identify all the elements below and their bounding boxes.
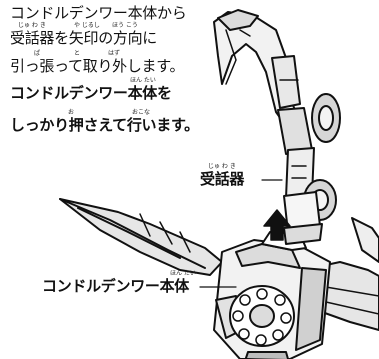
instruction-line-2: 受話器を矢印の方向に <box>10 29 158 47</box>
ruby-hazu: はず <box>108 50 121 57</box>
receiver-handset <box>213 9 341 245</box>
instruction-line-1: コンドルデンワー本体から <box>10 4 187 22</box>
body-label-ruby: ほん たい <box>170 270 196 277</box>
ruby-yajirushi: や じるし <box>74 22 100 29</box>
telephone-body <box>213 231 331 359</box>
left-wing <box>59 198 223 276</box>
receiver-label: 受話器 <box>200 170 245 188</box>
ruby-ha: ぱ <box>34 50 41 57</box>
ruby-okona: おこな <box>132 109 151 116</box>
ruby-houkou: ほう こう <box>112 22 138 29</box>
instruction-line-5: しっかり押さえて行います。 <box>10 116 199 134</box>
rotary-dial <box>229 285 295 347</box>
ruby-juwaki: じゅ わ き <box>18 22 46 29</box>
receiver-label-ruby: じゅ わ き <box>208 163 236 170</box>
arrow-up-icon <box>263 209 291 241</box>
body-label: コンドルデンワー本体 <box>42 277 190 295</box>
instruction-line-3: 引っ張って取り外します。 <box>10 57 185 75</box>
ruby-hontai: ほん たい <box>130 77 156 84</box>
ruby-to: と <box>74 50 81 57</box>
instruction-line-4: コンドルデンワー本体を <box>10 84 172 102</box>
ruby-o: お <box>68 109 75 116</box>
